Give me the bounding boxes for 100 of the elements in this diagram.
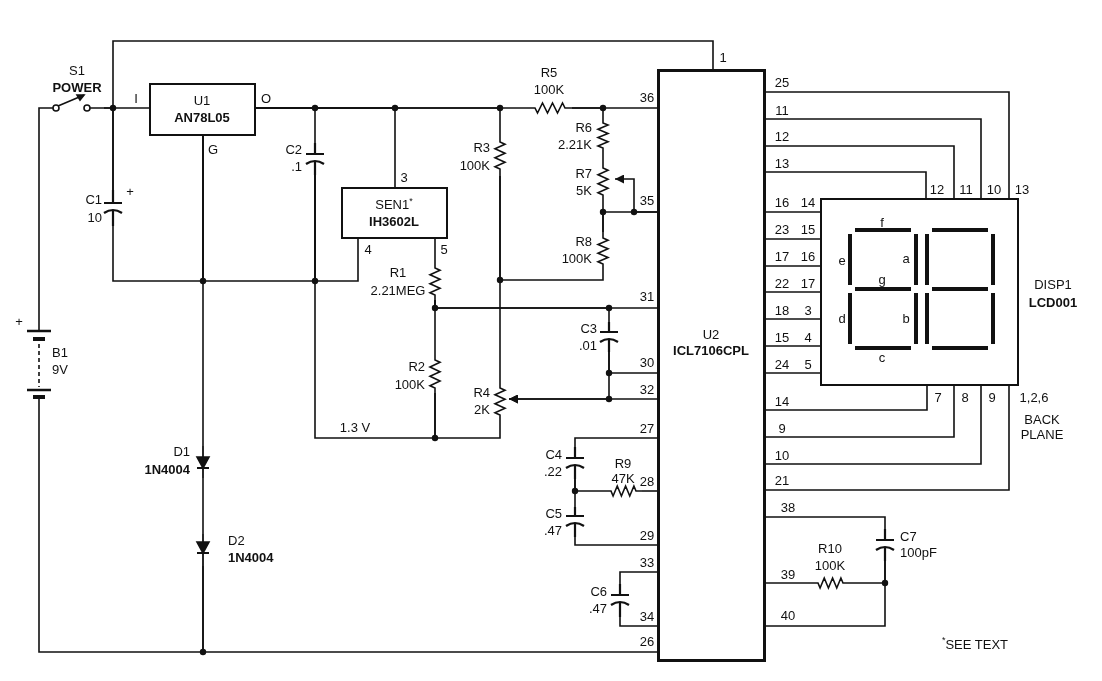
part-value: 1N4004 xyxy=(144,463,190,477)
pin-label: O xyxy=(260,90,272,106)
wire xyxy=(765,291,821,293)
pin-number: 39 xyxy=(780,566,796,582)
part-designator: B1 xyxy=(52,346,68,360)
wire xyxy=(255,107,528,109)
wire xyxy=(38,401,204,653)
part-designator: C6 xyxy=(590,585,607,599)
wire xyxy=(574,437,658,448)
part-designator: R2 xyxy=(408,360,425,374)
pin-number: 15 xyxy=(800,221,816,237)
pin-number: 12 xyxy=(929,181,945,197)
part-designator: SEN1$^{*}$ xyxy=(375,198,413,212)
part-designator: S1 xyxy=(69,64,85,78)
pin-number: 1,2,6 xyxy=(1019,389,1049,405)
pin-number: 11 xyxy=(959,181,973,197)
pin-number: 38 xyxy=(780,499,796,515)
pin-number: 10 xyxy=(986,181,1002,197)
segment-letter: d xyxy=(838,310,846,326)
pin-number: 3 xyxy=(804,302,812,318)
pin-number: 8 xyxy=(961,389,969,405)
wire xyxy=(765,582,809,584)
pin-number: 12 xyxy=(774,128,790,144)
part-designator: C7 xyxy=(900,530,917,544)
wire xyxy=(765,145,955,199)
wire xyxy=(765,265,821,267)
sensor-box xyxy=(341,187,448,239)
pin-number: 21 xyxy=(774,472,790,488)
pin-number: 5 xyxy=(440,241,448,257)
wire xyxy=(38,107,47,326)
wire xyxy=(765,118,982,199)
pin-number: 29 xyxy=(639,527,655,543)
wire xyxy=(765,171,927,199)
pin-number: 7 xyxy=(934,389,942,405)
polarity-mark: + xyxy=(15,313,23,329)
pin-label: BACK PLANE xyxy=(1019,412,1065,442)
pin-number: 27 xyxy=(639,420,655,436)
pin-number: 14 xyxy=(800,194,816,210)
pin-number: 23 xyxy=(774,221,790,237)
wire xyxy=(641,490,658,492)
part-value: ICL7106CPL xyxy=(673,344,749,358)
wire xyxy=(619,571,658,585)
wire xyxy=(765,385,928,411)
pin-number: 16 xyxy=(774,194,790,210)
pin-number: 30 xyxy=(639,354,655,370)
part-value: 100K xyxy=(394,378,425,392)
part-value: IH3602L xyxy=(369,215,419,229)
pin-number: 25 xyxy=(774,74,790,90)
wire xyxy=(765,91,1010,199)
segment-letter: e xyxy=(838,252,846,268)
pin-number: 15 xyxy=(774,329,790,345)
part-value: 9V xyxy=(52,363,68,377)
wire xyxy=(765,211,821,213)
part-designator: R5 xyxy=(540,66,558,80)
pin-number: 5 xyxy=(804,356,812,372)
part-designator: C2 xyxy=(285,143,302,157)
wire xyxy=(571,107,658,109)
resistor-symbol xyxy=(368,262,441,300)
part-designator: DISP1 xyxy=(1034,278,1072,292)
pin-number: 26 xyxy=(639,633,655,649)
regulator-box xyxy=(149,83,256,136)
pin-number: 4 xyxy=(364,241,372,257)
pin-number: 33 xyxy=(639,554,655,570)
wire xyxy=(765,372,821,374)
wire xyxy=(499,175,501,384)
pin-number: 35 xyxy=(639,192,655,208)
wire xyxy=(434,238,436,263)
part-designator: R7 xyxy=(575,167,592,181)
part-value: 47K xyxy=(611,472,635,486)
pin-number: 36 xyxy=(639,89,655,105)
pin-number: 1 xyxy=(719,49,727,65)
wire xyxy=(765,238,821,240)
arrow xyxy=(508,351,610,404)
part-value: 100K xyxy=(459,159,490,173)
part-designator: C3 xyxy=(580,322,597,336)
part-designator: U2 xyxy=(702,328,720,342)
part-value: 2.21K xyxy=(558,138,592,152)
part-designator: C1 xyxy=(85,193,102,207)
pin-number: 13 xyxy=(774,155,790,171)
part-value: 100K xyxy=(814,559,846,573)
part-value: 100K xyxy=(533,83,565,97)
wire xyxy=(765,345,821,347)
pin-number: 17 xyxy=(800,275,816,291)
pin-number: 10 xyxy=(774,447,790,463)
wire xyxy=(434,392,501,439)
pin-number: 4 xyxy=(804,329,812,345)
pin-number: 18 xyxy=(774,302,790,318)
pin-number: 32 xyxy=(639,381,655,397)
part-value: .1 xyxy=(291,160,302,174)
wire xyxy=(202,477,204,535)
part-value: .22 xyxy=(543,465,562,479)
pin-number: 34 xyxy=(639,608,655,624)
wire xyxy=(765,516,886,530)
ic-box xyxy=(657,69,766,662)
part-designator: U1 xyxy=(193,94,211,108)
pin-label: I xyxy=(134,90,138,106)
polarity-mark: + xyxy=(126,183,134,199)
part-value: 100K xyxy=(561,252,592,266)
wire xyxy=(765,385,1010,491)
pin-number: 9 xyxy=(778,420,786,436)
